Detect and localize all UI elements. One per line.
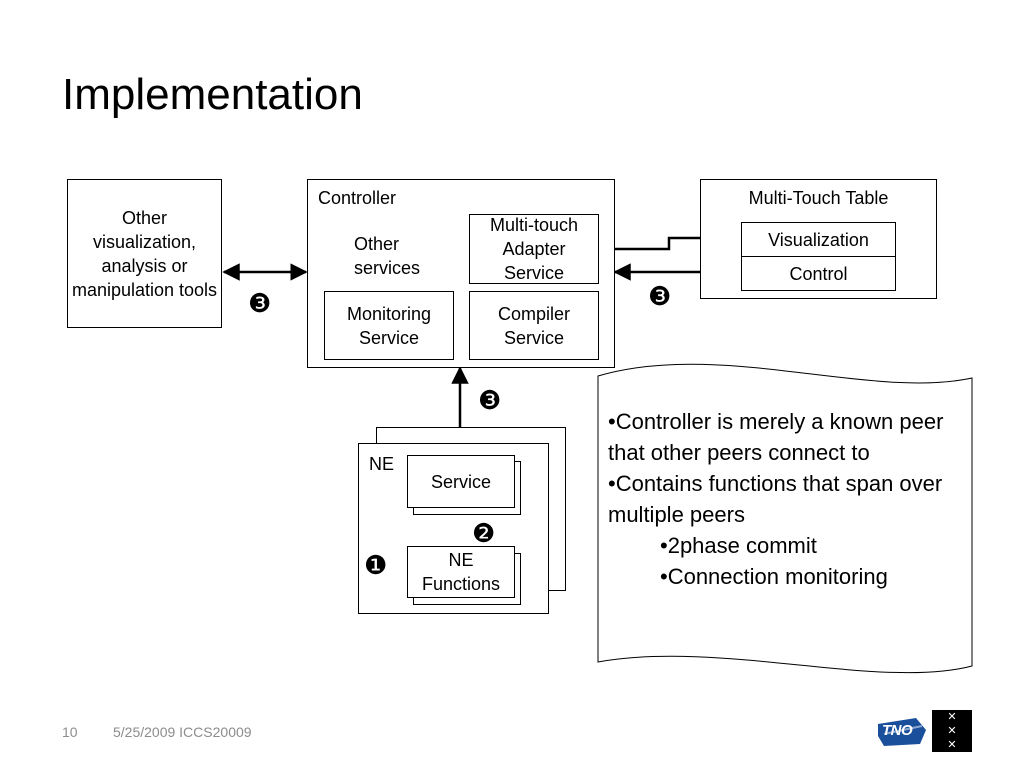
note-bullet: •Contains functions that span over multi… [608,471,943,527]
tno-logo: TNO [876,714,928,748]
monitoring-service-box: Monitoring Service [324,291,454,360]
visualization-box: Visualization [741,222,896,257]
marker-three-tools: ❸ [248,288,272,318]
uva-logo-glyph: ✕ [947,710,957,723]
note-shape [597,363,973,674]
compiler-service-label: Compiler Service [497,303,571,348]
control-label: Control [789,263,848,284]
marker-three-table: ❸ [648,281,672,311]
service-box: Service [407,455,515,508]
page-number: 10 [62,724,78,740]
controller-label: Controller [318,188,397,208]
marker-three-ne: ❸ [478,385,502,415]
note-sub-bullet: •Connection monitoring [660,564,888,589]
monitoring-service-label: Monitoring Service [346,303,432,348]
marker-one: ❶ [364,550,388,580]
note-bullet: •Controller is merely a known peer that … [608,409,944,465]
note-text: •Controller is merely a known peer that … [608,406,958,592]
ne-functions-box: NE Functions [407,546,515,598]
other-services-label: Other services [354,234,421,278]
uva-logo-glyph: ✕ [947,724,957,737]
adapter-service-label: Multi-touch Adapter Service [489,215,579,283]
tno-logo-text: TNO [882,722,913,739]
adapter-service-box: Multi-touch Adapter Service [469,214,599,284]
note-sub-bullet: •2phase commit [660,533,817,558]
multitouch-table-box: Multi-Touch Table Visualization Control [700,179,937,299]
slide-title: Implementation [62,70,363,119]
compiler-service-box: Compiler Service [469,291,599,360]
visualization-label: Visualization [768,229,869,250]
footer-info: 5/25/2009 ICCS20009 [113,724,252,740]
ne-functions-label: NE Functions [421,550,501,594]
control-box: Control [741,256,896,291]
other-tools-box: Other visualization, analysis or manipul… [67,179,222,328]
other-tools-label: Other visualization, analysis or manipul… [71,207,218,300]
controller-box: Controller Other services Multi-touch Ad… [307,179,615,368]
uva-logo-glyph: ✕ [947,738,957,751]
service-label: Service [430,471,492,492]
marker-two: ❷ [472,518,496,548]
multitouch-table-label: Multi-Touch Table [748,188,889,208]
uva-logo: ✕ ✕ ✕ [932,710,972,752]
ne-label: NE [369,454,395,474]
